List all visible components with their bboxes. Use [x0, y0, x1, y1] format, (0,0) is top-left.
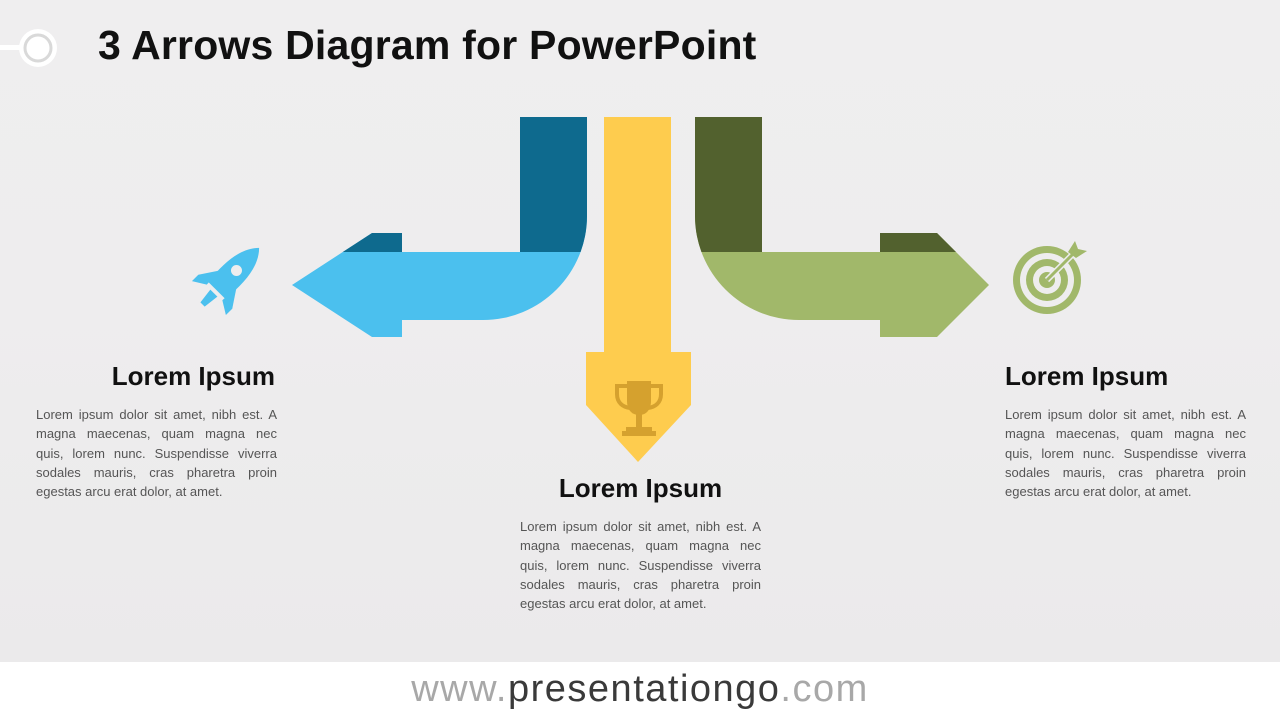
- footer: [0, 662, 1280, 720]
- right-arrow-dark: [695, 117, 956, 252]
- right-arrow-light: [695, 117, 989, 337]
- left-arrow: [292, 117, 587, 337]
- pin-icon: [0, 29, 57, 67]
- trophy-icon: [615, 381, 663, 436]
- left-arrow-light: [292, 117, 587, 337]
- slide: 3 Arrows Diagram for PowerPoint: [0, 0, 1280, 662]
- left-arrow-dark: [342, 117, 587, 252]
- arrows-diagram: [191, 117, 1087, 462]
- footer-url-domain: presentationgo: [508, 668, 781, 710]
- footer-url-prefix: www.: [411, 668, 508, 710]
- right-heading: Lorem Ipsum: [1005, 361, 1169, 391]
- center-heading: Lorem Ipsum: [558, 473, 723, 503]
- left-body: Lorem ipsum dolor sit amet, nibh est. A …: [36, 407, 277, 500]
- center-body: Lorem ipsum dolor sit amet, nibh est. A …: [520, 519, 761, 612]
- target-icon: [1013, 241, 1087, 314]
- right-arrow: [695, 117, 989, 337]
- page-title: 3 Arrows Diagram for PowerPoint: [98, 22, 757, 68]
- right-body: Lorem ipsum dolor sit amet, nibh est. A …: [1005, 407, 1246, 500]
- left-heading: Lorem Ipsum: [111, 361, 275, 391]
- center-arrow: [586, 117, 691, 462]
- footer-url[interactable]: www.presentationgo.com: [0, 668, 1280, 711]
- footer-url-suffix: .com: [780, 668, 869, 710]
- rocket-icon: [191, 247, 260, 316]
